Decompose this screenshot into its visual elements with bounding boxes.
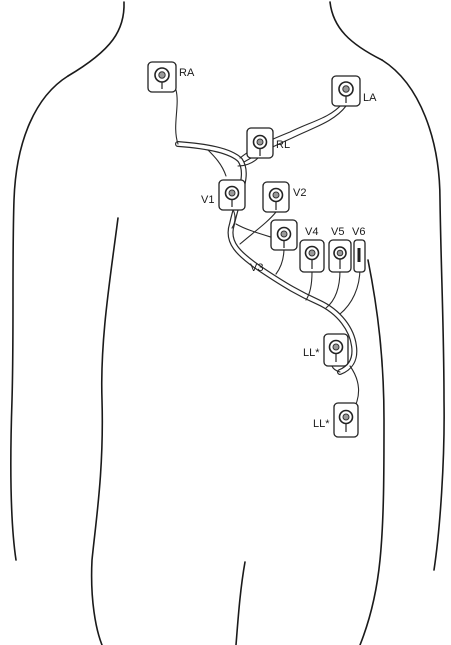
left-inner-arm xyxy=(92,218,118,645)
electrode-label: V1 xyxy=(201,194,214,206)
electrode-snap-center xyxy=(337,250,343,256)
electrode-label: V3 xyxy=(250,262,263,274)
electrode-ll-lower: LL* xyxy=(313,403,358,437)
electrode-la: LA xyxy=(332,76,377,106)
electrode-label: RA xyxy=(179,67,195,79)
electrode-label: V5 xyxy=(331,226,344,238)
electrode-v5: V5 xyxy=(329,226,351,272)
electrode-snap-center xyxy=(229,190,235,196)
neck-right-line xyxy=(330,2,382,60)
electrode-snap-center xyxy=(273,192,279,198)
electrode-label: RL xyxy=(276,139,290,151)
left-shoulder-arm-outer xyxy=(11,76,68,560)
electrode-snap-center xyxy=(343,414,349,420)
right-shoulder-arm-outer xyxy=(382,60,444,570)
v3-lead-wire xyxy=(276,248,284,274)
electrode-label: LA xyxy=(363,92,377,104)
body-outline xyxy=(11,2,444,645)
electrode-snap-center xyxy=(159,72,165,78)
electrode-ra: RA xyxy=(148,62,195,92)
electrode-label: V6 xyxy=(352,226,365,238)
electrode-snap-center xyxy=(309,250,315,256)
navel-mark xyxy=(236,562,245,645)
electrode-v4: V4 xyxy=(300,226,324,272)
electrode-label: LL* xyxy=(313,418,330,430)
ra-lead-wire xyxy=(176,90,178,144)
electrode-label: V4 xyxy=(305,226,318,238)
v5-lead-wire xyxy=(326,270,340,308)
electrode-ll-upper: LL* xyxy=(303,334,348,366)
electrode-v2: V2 xyxy=(263,182,306,212)
electrode-snap-center xyxy=(333,344,339,350)
v6-lead-wire xyxy=(340,268,360,314)
electrode-label: V2 xyxy=(293,187,306,199)
electrode-snap-center xyxy=(343,86,349,92)
electrode-snap-center xyxy=(281,231,287,237)
right-inner-arm xyxy=(360,260,384,645)
electrode-v6: V6 xyxy=(352,226,365,272)
neck-left-line xyxy=(68,2,124,76)
electrode-v3: V3 xyxy=(250,220,297,274)
electrode-rl: RL xyxy=(247,128,290,158)
electrode-v1: V1 xyxy=(201,180,245,210)
electrode-label: LL* xyxy=(303,347,320,359)
electrode-snap-center xyxy=(257,139,263,145)
